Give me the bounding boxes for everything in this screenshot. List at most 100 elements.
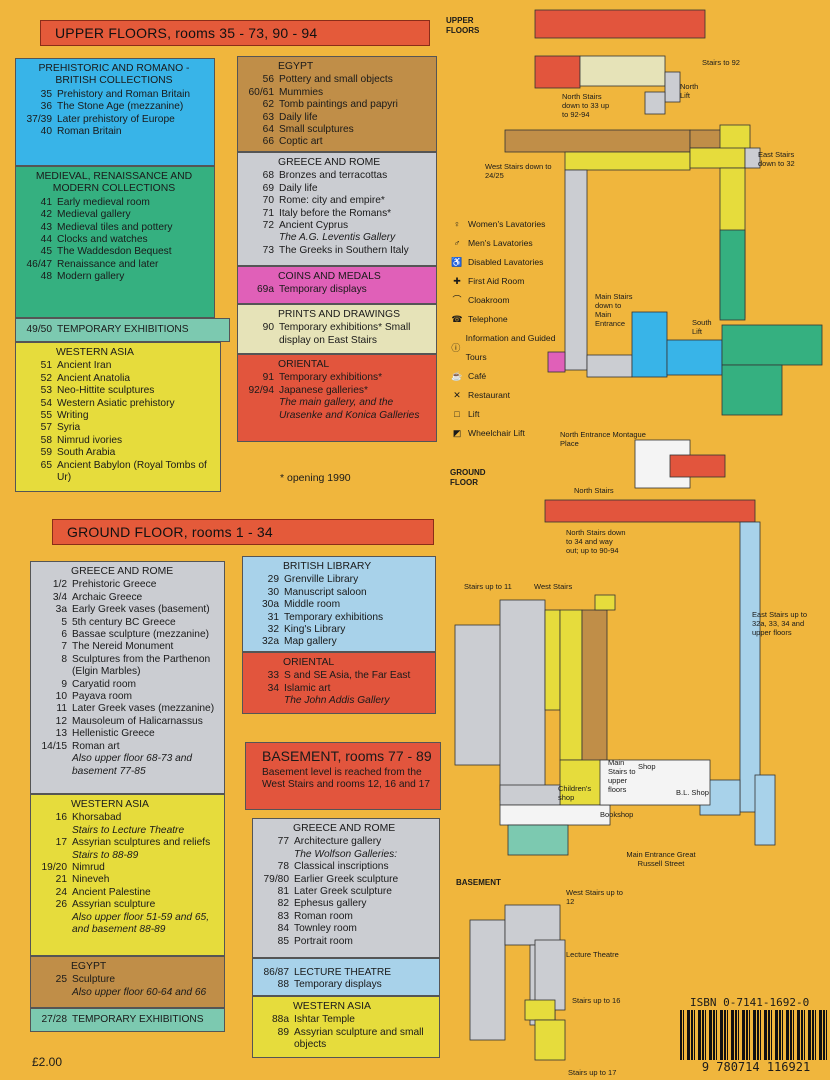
map-prehistoric-upper	[631, 311, 668, 378]
first-aid-icon: ✚	[453, 276, 461, 286]
room-number: 77	[277, 836, 289, 848]
room-label: Mausoleum of Halicarnassus	[72, 715, 203, 727]
room-row: The A.G. Leventis Gallery	[240, 232, 432, 244]
ground-floor-header: GROUND FLOOR, rooms 1 - 34	[52, 519, 434, 545]
room-label: Roman Britain	[57, 126, 122, 138]
room-label: Temporary exhibitions* Small display on …	[279, 322, 411, 346]
room-number: 85	[277, 935, 289, 947]
map-room-90	[579, 55, 666, 87]
room-label: Small sculptures	[279, 124, 354, 136]
room-label: Bronzes and terracottas	[279, 170, 388, 182]
room-label: Sculptures from the Parthenon (Elgin Mar…	[72, 653, 211, 678]
room-row: The John Addis Gallery	[245, 695, 431, 707]
floor-plan-map: UPPER FLOORS GROUND FLOOR BASEMENT ♀Wome…	[440, 0, 830, 1080]
room-label: Also upper floor 68-73 and basement 77-8…	[72, 753, 193, 777]
room-label: Daily life	[279, 111, 318, 123]
map-medieval-upper	[721, 324, 823, 366]
room-number	[33, 850, 72, 862]
note-bookshop: Bookshop	[600, 810, 634, 819]
room-label: Renaissance and later	[57, 258, 159, 270]
basement-note: Basement level is reached from the West …	[262, 767, 430, 791]
map-basement-86-87	[534, 939, 566, 1011]
room-number: 69	[262, 182, 274, 194]
room-label: TEMPORARY EXHIBITIONS	[57, 324, 189, 335]
note-west-stairs-upper: West Stairs down to 24/25	[485, 162, 552, 180]
room-label: Stairs to 88-89	[72, 849, 139, 861]
room-number: 44	[40, 234, 52, 246]
room-label: Roman room	[294, 910, 353, 922]
room-label: Earlier Greek sculpture	[294, 873, 399, 885]
upper-floors-map-label: UPPER FLOORS	[446, 16, 480, 35]
map-rooms-46-48	[721, 364, 783, 416]
room-number: 66	[262, 136, 274, 148]
legend-item: ✚First Aid Room	[450, 272, 560, 291]
room-number: 34	[267, 682, 279, 694]
room-number	[240, 232, 279, 244]
room-number: 41	[40, 196, 52, 208]
basement-header: BASEMENT, rooms 77 - 89	[262, 748, 432, 764]
map-north-stairs-upper	[664, 71, 681, 103]
room-number: 49/50	[26, 324, 53, 335]
room-number: 72	[262, 220, 274, 232]
room-number: 55	[40, 410, 52, 422]
room-number: 46/47	[26, 258, 53, 270]
room-number: 30	[267, 586, 279, 598]
room-label: Coptic art	[279, 136, 323, 148]
map-kings-library	[739, 521, 761, 813]
map-room-24	[594, 594, 616, 611]
legend-item: ◩Wheelchair Lift	[450, 424, 560, 443]
room-number: 10	[55, 691, 67, 703]
box-title: COINS AND MEDALS	[278, 271, 381, 282]
room-label: South Arabia	[57, 447, 116, 459]
room-number: 91	[262, 372, 274, 384]
room-number: 36	[40, 101, 52, 113]
room-number	[240, 397, 279, 422]
map-rooms-1-4	[499, 784, 561, 806]
room-label: Prehistory and Roman Britain	[57, 88, 191, 100]
room-label: Ancient Anatolia	[57, 372, 131, 384]
note-main-stairs-upper: Main Stairs down to Main Entrance	[595, 292, 633, 328]
room-row: Stairs to Lecture Theatre	[33, 825, 220, 837]
map-room-69a	[547, 351, 566, 373]
map-rooms-16-21	[544, 609, 561, 711]
room-number: 33	[267, 670, 279, 682]
prehistoric-box: PREHISTORIC AND ROMANO - BRITISH COLLECT…	[15, 58, 215, 166]
floor-plan-drawing	[454, 9, 823, 1061]
room-number: 35	[40, 88, 52, 100]
map-greece-rome-ground-mid	[499, 599, 546, 801]
room-label: Payava room	[72, 691, 133, 703]
note-stairs-11: Stairs up to 11	[464, 582, 512, 591]
box-title: WESTERN ASIA	[293, 1001, 371, 1012]
